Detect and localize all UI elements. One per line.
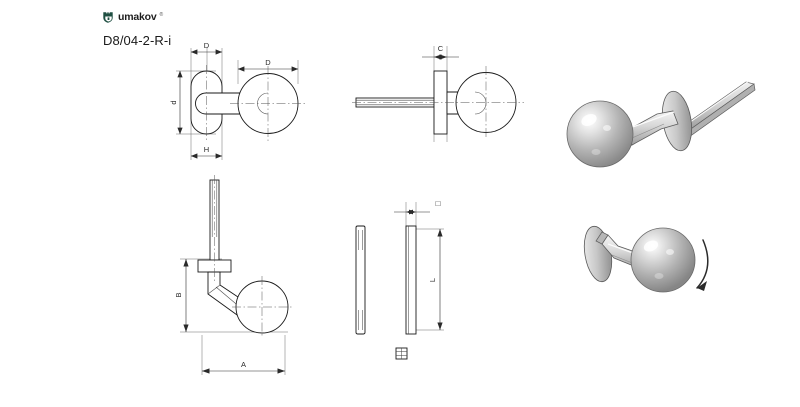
- dimension-label-B: B: [174, 292, 183, 297]
- dimension-label-square: □: [436, 199, 441, 208]
- dimension-label-H: H: [204, 145, 209, 154]
- dimension-label-C: C: [438, 44, 444, 53]
- dimension-label-D1: D: [204, 41, 210, 50]
- plan-profile-view: B A: [160, 175, 320, 390]
- trademark-symbol: ®: [159, 12, 164, 18]
- front-elevation-view: D D d H: [160, 38, 320, 173]
- spindle-face-view: [355, 225, 366, 335]
- dimension-label-D2: D: [265, 58, 271, 67]
- 3d-render-handle-with-spindle: [560, 66, 790, 181]
- spindle-section-view: [405, 225, 417, 335]
- centerlines: [214, 175, 293, 338]
- centerlines: [352, 66, 524, 139]
- section-symbol: [395, 347, 408, 360]
- side-elevation-view: C: [352, 38, 527, 163]
- extension-lines: [405, 202, 444, 331]
- handle-geometry: [190, 70, 299, 135]
- brand-logo: umakov ®: [102, 11, 163, 24]
- 3d-render-handle-rotated: [583, 212, 795, 342]
- spindle-rod-3d: [679, 80, 756, 138]
- dimension-L-right: L: [428, 229, 443, 330]
- dimension-label-d: d: [169, 100, 178, 104]
- ball-knob-3d: [566, 100, 634, 168]
- dimension-H-bottom: H: [190, 145, 223, 159]
- product-code: D8/04-2-R-i: [103, 33, 172, 48]
- dimension-D-top-left: D: [190, 41, 223, 55]
- dimension-A-bottom: A: [202, 360, 285, 374]
- dimension-label-A: A: [241, 360, 246, 369]
- brand-name: umakov: [118, 11, 157, 24]
- square-spindle-detail: □ L: [338, 188, 473, 368]
- dimension-C-top: C: [422, 44, 459, 60]
- dimension-B-left: B: [174, 259, 189, 332]
- ball-knob-3d: [630, 227, 696, 293]
- dimension-d-left: d: [169, 70, 183, 135]
- curved-arrow-down-icon: [696, 239, 709, 291]
- shield-icon: [103, 12, 113, 23]
- centerlines: [206, 65, 306, 142]
- dimension-square-top: □: [394, 199, 441, 215]
- dimension-label-L: L: [428, 278, 437, 282]
